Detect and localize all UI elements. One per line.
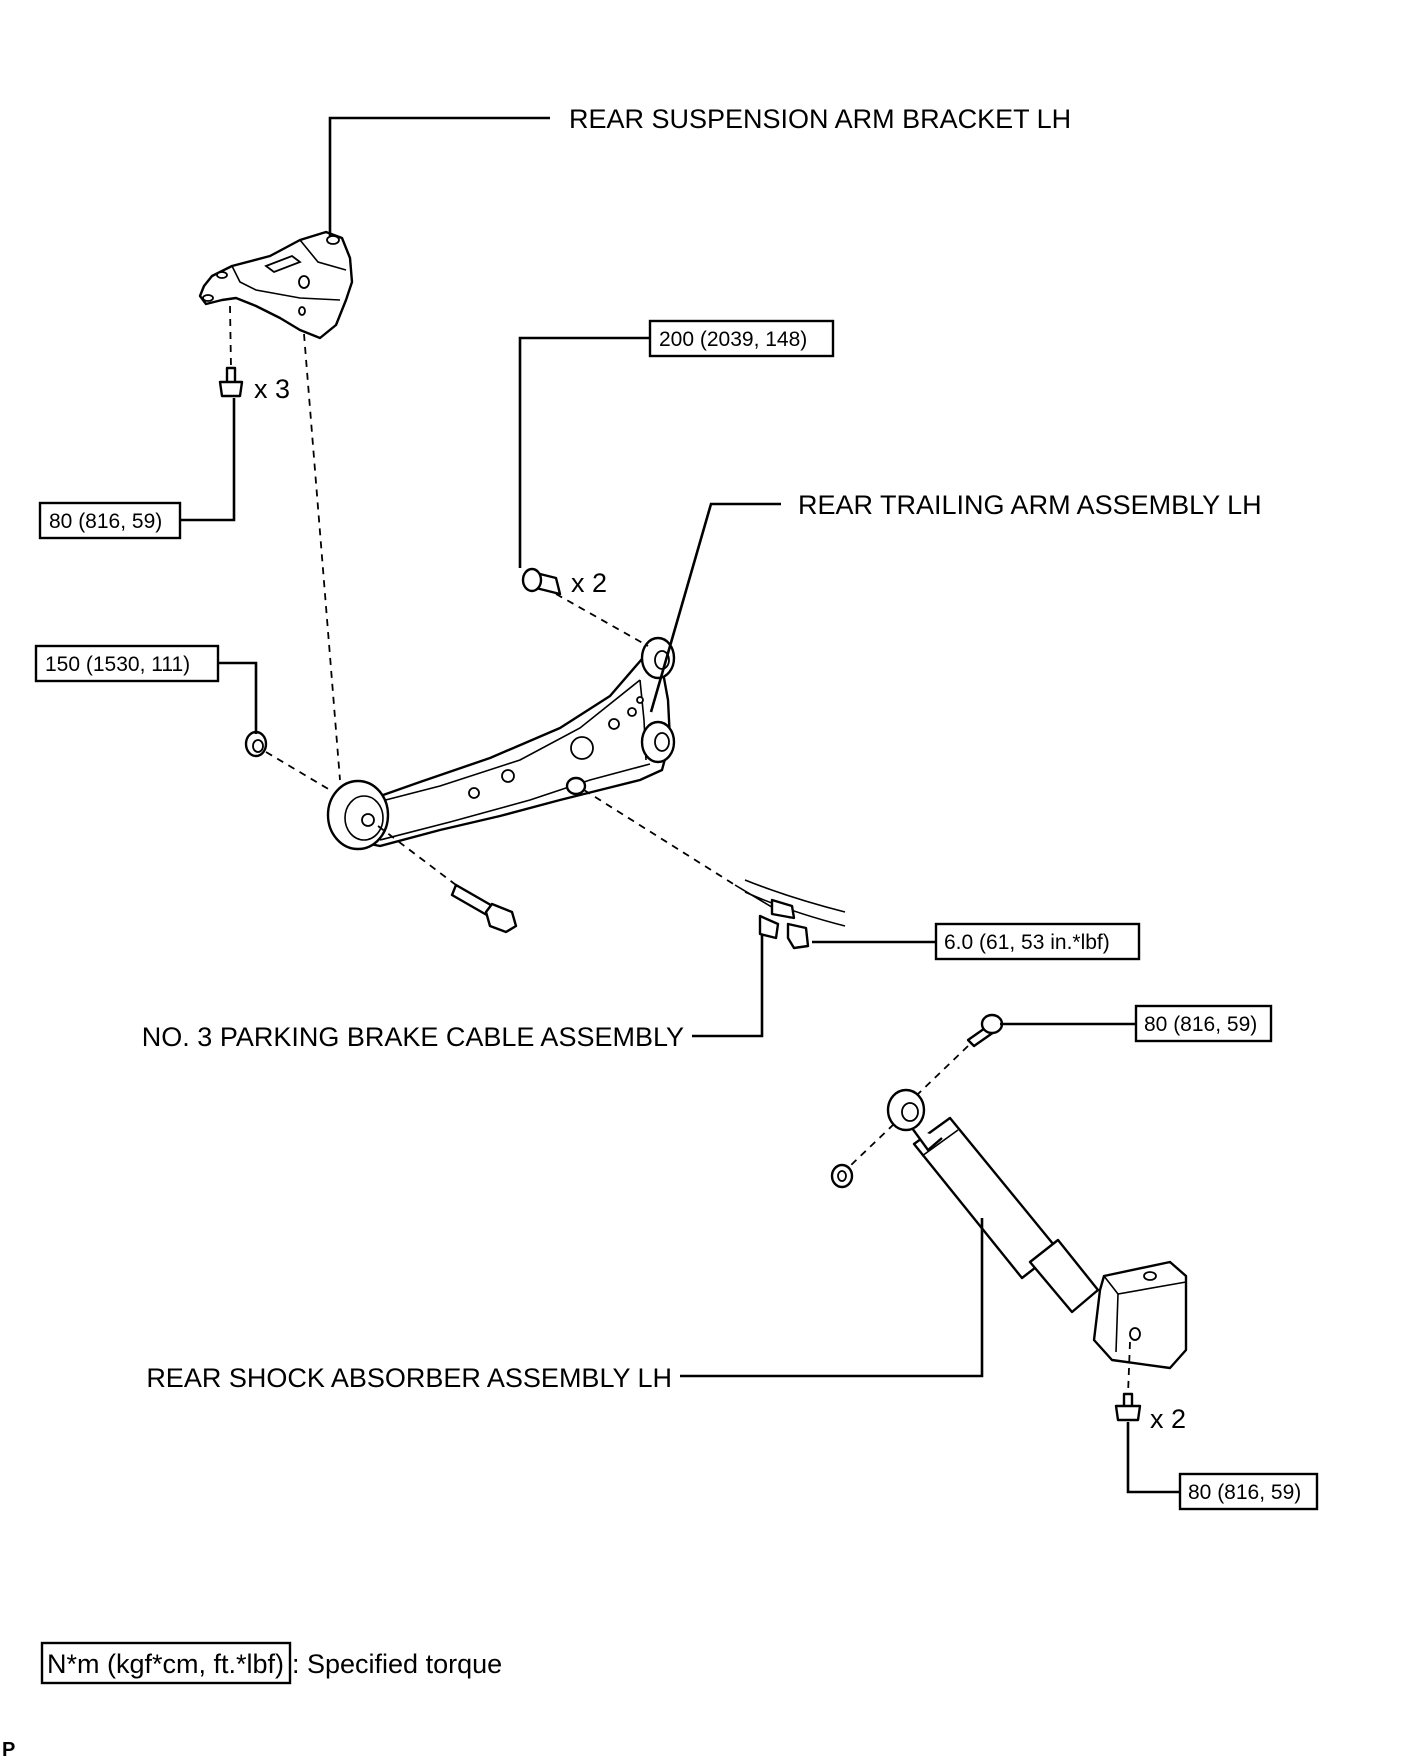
torque-arm-rear: 150 (1530, 111) bbox=[45, 653, 190, 676]
torque-box-arm-front: 200 (2039, 148) bbox=[648, 319, 835, 358]
parking-brake-cable bbox=[734, 879, 846, 950]
arm-front-bolt bbox=[521, 567, 562, 596]
torque-box-shock-upper: 80 (816, 59) bbox=[1134, 1004, 1273, 1043]
legend-unit-box: N*m (kgf*cm, ft.*lbf) bbox=[47, 1649, 284, 1679]
torque-legend: N*m (kgf*cm, ft.*lbf) : Specified torque bbox=[40, 1641, 502, 1685]
assembly-lines bbox=[229, 305, 1131, 1395]
arm-rear-bolt bbox=[450, 883, 518, 934]
suspension-arm-bracket bbox=[198, 230, 354, 340]
torque-shock-lower: 80 (816, 59) bbox=[1188, 1481, 1301, 1504]
torque-box-shock-lower: 80 (816, 59) bbox=[1178, 1472, 1319, 1511]
torque-arm-front: 200 (2039, 148) bbox=[659, 328, 807, 351]
leader-lines bbox=[180, 116, 1180, 1494]
torque-shock-upper: 80 (816, 59) bbox=[1144, 1013, 1257, 1036]
footer-mark: P bbox=[2, 1739, 15, 1761]
qty-arm-front-bolts: x 2 bbox=[571, 568, 607, 598]
torque-box-arm-rear: 150 (1530, 111) bbox=[34, 644, 220, 683]
bracket-bolt bbox=[218, 366, 244, 398]
trailing-arm bbox=[326, 636, 676, 851]
torque-box-cable: 6.0 (61, 53 in.*lbf) bbox=[934, 922, 1141, 961]
label-parking-brake-cable: NO. 3 PARKING BRAKE CABLE ASSEMBLY bbox=[142, 1022, 684, 1052]
shock-nut bbox=[830, 1163, 854, 1189]
legend-description: : Specified torque bbox=[292, 1649, 502, 1679]
qty-shock-lower-bolts: x 2 bbox=[1150, 1404, 1186, 1434]
shock-upper-bolt bbox=[966, 1013, 1004, 1048]
torque-bracket: 80 (816, 59) bbox=[49, 510, 162, 533]
shock-absorber bbox=[886, 1088, 1188, 1370]
arm-rear-nut bbox=[244, 730, 268, 758]
label-suspension-arm-bracket: REAR SUSPENSION ARM BRACKET LH bbox=[569, 104, 1071, 134]
qty-bracket-bolts: x 3 bbox=[254, 374, 290, 404]
torque-box-bracket: 80 (816, 59) bbox=[38, 501, 182, 540]
label-shock-absorber: REAR SHOCK ABSORBER ASSEMBLY LH bbox=[146, 1363, 672, 1393]
label-trailing-arm: REAR TRAILING ARM ASSEMBLY LH bbox=[798, 490, 1262, 520]
shock-lower-bolt bbox=[1114, 1392, 1142, 1422]
torque-cable: 6.0 (61, 53 in.*lbf) bbox=[944, 931, 1110, 954]
